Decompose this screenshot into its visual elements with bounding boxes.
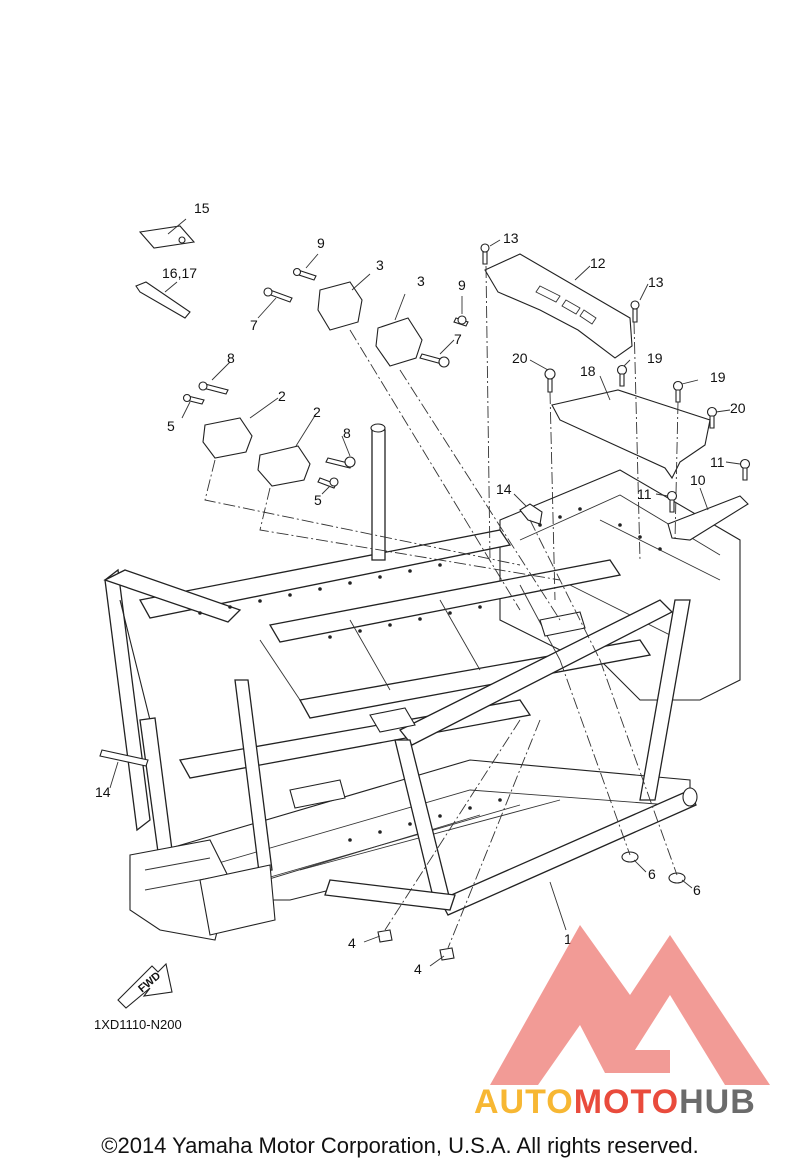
callout-labels: 15 16,17 9 3 7 3 9 7 13 12 13 8 2 5 2 8 …: [95, 200, 746, 977]
part-4-clip-a: [377, 929, 393, 943]
callout-8: 8: [343, 425, 351, 441]
callout-9: 9: [317, 235, 325, 251]
part-12-guard: [484, 253, 633, 359]
callout-13: 13: [648, 274, 664, 290]
callout-11: 11: [637, 486, 652, 502]
callout-20: 20: [512, 350, 528, 366]
leader-lines: [109, 218, 741, 967]
callout-19: 19: [647, 350, 663, 366]
part-18-plate: [551, 389, 711, 480]
callout-5: 5: [167, 418, 175, 434]
callout-14: 14: [496, 481, 512, 497]
callout-4: 4: [348, 935, 356, 951]
center-lines: [204, 265, 679, 949]
callout-6: 6: [693, 882, 701, 898]
bolts: [182, 243, 751, 513]
copyright-notice: ©2014 Yamaha Motor Corporation, U.S.A. A…: [101, 1133, 699, 1158]
callout-7: 7: [250, 317, 258, 333]
callout-1: 1: [564, 931, 572, 947]
watermark-hub: HUB: [679, 1083, 756, 1120]
part-2-mount-left: [202, 417, 253, 459]
callout-4: 4: [414, 961, 422, 977]
callout-9: 9: [458, 277, 466, 293]
callout-19: 19: [710, 369, 726, 385]
callout-12: 12: [590, 255, 606, 271]
watermark-text: AUTOMOTOHUB: [474, 1083, 756, 1120]
callout-3: 3: [417, 273, 425, 289]
callout-16-17: 16,17: [162, 265, 197, 281]
fwd-arrow-icon: FWD: [117, 962, 173, 1009]
part-10-bracket: [667, 495, 749, 541]
part-2-mount-right: [257, 445, 311, 487]
callout-5: 5: [314, 492, 322, 508]
callout-6: 6: [648, 866, 656, 882]
watermark-auto: AUTO: [474, 1083, 574, 1120]
part-16-17-bolt: [135, 281, 191, 319]
part-4-clip-b: [439, 947, 455, 961]
main-frame: [103, 423, 741, 941]
callout-2: 2: [278, 388, 286, 404]
callout-20: 20: [730, 400, 746, 416]
callout-10: 10: [690, 472, 706, 488]
callout-18: 18: [580, 363, 596, 379]
callout-3: 3: [376, 257, 384, 273]
callout-14: 14: [95, 784, 111, 800]
part-3-mount-right: [375, 317, 423, 367]
callout-2: 2: [313, 404, 321, 420]
part-6-grommet-b: [668, 872, 686, 884]
triangle-logo-icon: [490, 925, 770, 1085]
callout-8: 8: [227, 350, 235, 366]
part-15-plate: [138, 225, 196, 249]
callout-15: 15: [194, 200, 210, 216]
part-3-mount-left: [317, 281, 363, 331]
automotohub-logo: AUTOMOTOHUB: [474, 925, 770, 1120]
callout-7: 7: [454, 331, 462, 347]
callout-13: 13: [503, 230, 519, 246]
reference-code: 1XD1110-N200: [94, 1017, 182, 1032]
watermark-moto: MOTO: [574, 1083, 679, 1120]
callout-11: 11: [710, 454, 725, 470]
part-6-grommet-a: [621, 851, 639, 863]
part-14-clip: [519, 503, 543, 525]
